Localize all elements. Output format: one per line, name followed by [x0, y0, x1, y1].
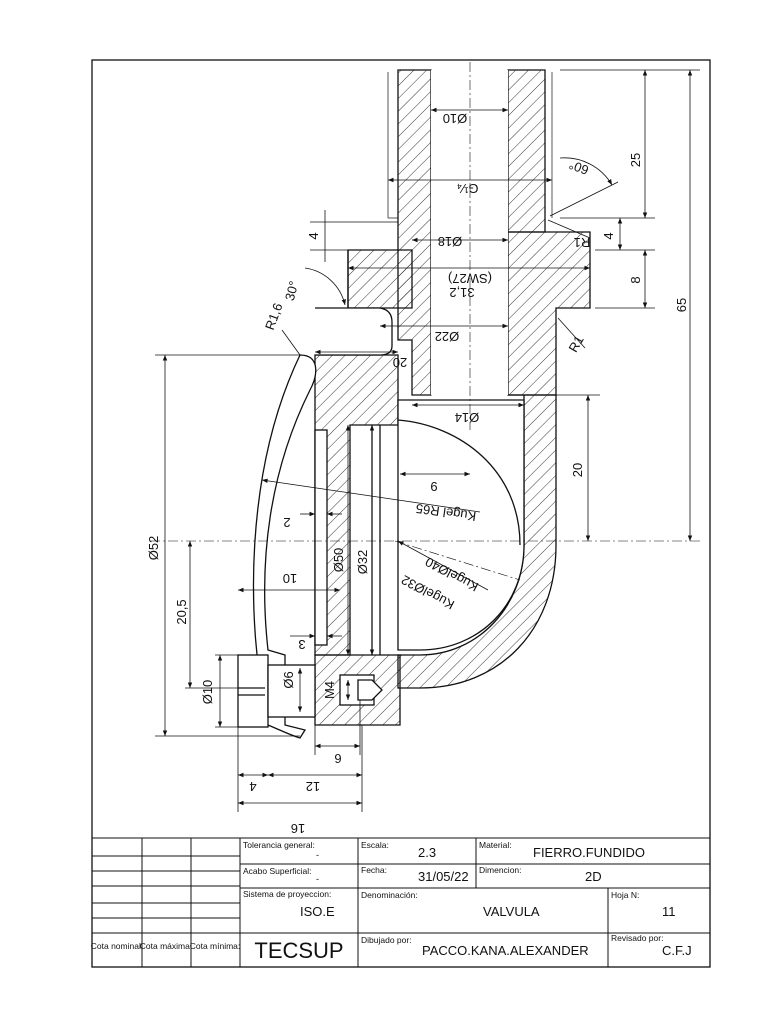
- fecha-label: Fecha:: [361, 865, 387, 875]
- revisado-label: Revisado por:: [611, 933, 663, 943]
- drawing-border: [91, 59, 711, 968]
- dimencion-label: Dimencion:: [479, 865, 522, 875]
- sistema-value: ISO.E: [300, 904, 335, 919]
- neck-right-wall: [507, 69, 546, 233]
- fecha-value: 31/05/22: [418, 869, 469, 884]
- dim-m4: M4: [322, 681, 337, 699]
- dim-10: 10: [283, 571, 297, 586]
- dim-4-right: 4: [601, 232, 616, 239]
- dim-25: 25: [628, 153, 643, 167]
- revisado-value: C.F.J: [662, 943, 692, 958]
- hex-right: [507, 231, 591, 396]
- title-block: [92, 837, 710, 967]
- dimension-lines: [155, 69, 700, 812]
- dim-d18: Ø18: [438, 234, 463, 249]
- material-label: Material:: [479, 840, 512, 850]
- dim-d6: Ø6: [281, 671, 296, 688]
- thread-lines: [387, 72, 553, 219]
- dim-g-thread: G¼: [457, 181, 478, 196]
- cavity: [397, 399, 525, 651]
- dim-4-left: 4: [306, 232, 321, 239]
- neck-left-wall: [397, 69, 432, 396]
- dim-d14: Ø14: [455, 410, 480, 425]
- acabo-value: -: [316, 874, 319, 884]
- dibujado-label: Dibujado por:: [361, 935, 412, 945]
- dim-d10-screw: Ø10: [200, 680, 215, 705]
- dim-d50: Ø50: [331, 548, 346, 573]
- tecsup-logo: TECSUP: [254, 938, 343, 963]
- cota-minima: Cota mínima:: [190, 941, 241, 951]
- dim-r16: R1,6: [262, 301, 285, 332]
- dim-r1-bottom: R1: [565, 333, 586, 355]
- knob-plate: [314, 429, 328, 646]
- screw-tip: [357, 679, 383, 701]
- acabo-label: Acabo Superficial:: [243, 866, 312, 876]
- screw-head: [237, 654, 269, 728]
- handle-dome: [252, 354, 317, 739]
- dim-2: 2: [283, 515, 290, 530]
- dim-d10-top: Ø10: [443, 111, 468, 126]
- center-lines: [150, 62, 700, 581]
- hoja-value: 11: [662, 904, 676, 919]
- dim-4-bottom: 4: [249, 779, 256, 794]
- denominacion-label: Denominación:: [361, 890, 418, 900]
- dim-20-right: 20: [570, 463, 585, 477]
- cota-maxima: Cota máxima:: [140, 941, 192, 951]
- valve-section: [237, 69, 591, 739]
- dim-d32: Ø32: [355, 550, 370, 575]
- dim-6: 6: [334, 751, 341, 766]
- dim-20-top: 20: [393, 355, 407, 370]
- dim-angle60: 60°: [567, 157, 591, 178]
- dim-9: 9: [430, 479, 437, 494]
- dim-8: 8: [628, 276, 643, 283]
- dim-d22: Ø22: [435, 329, 460, 344]
- tolerancia-label: Tolerancia general:: [243, 840, 315, 850]
- dim-65: 65: [674, 298, 689, 312]
- hoja-label: Hoja N:: [611, 890, 639, 900]
- dim-r1-top: R1: [574, 235, 591, 250]
- escala-label: Escala:: [361, 840, 389, 850]
- bore: [431, 70, 508, 395]
- material-value: FIERRO.FUNDIDO: [533, 845, 645, 860]
- dim-d52: Ø52: [146, 536, 161, 561]
- denominacion-value: VALVULA: [483, 904, 540, 919]
- escala-value: 2.3: [418, 845, 436, 860]
- dim-hex: 31,2: [449, 285, 474, 300]
- dim-12: 12: [306, 779, 320, 794]
- dimencion-value: 2D: [585, 869, 602, 884]
- hex-left: [347, 249, 413, 309]
- dimension-texts: Ø10 G¼ Ø18 31,2 (SW27) Ø22 20 Ø14 9 Kuge…: [146, 111, 689, 836]
- tolerancia-value: -: [316, 850, 319, 860]
- title-block-text: Tolerancia general: - Acabo Superficial:…: [91, 840, 692, 963]
- dibujado-value: PACCO.KANA.ALEXANDER: [422, 943, 589, 958]
- dim-3: 3: [298, 637, 305, 652]
- dim-sw: (SW27): [448, 271, 492, 286]
- sistema-label: Sistema de proyeccion:: [243, 889, 331, 899]
- cota-nominal: Cota nominal:: [91, 941, 143, 951]
- ball-arc: [397, 419, 521, 546]
- dim-angle30: 30°: [282, 279, 302, 302]
- dim-16: 16: [291, 821, 305, 836]
- dim-20-5: 20,5: [174, 599, 189, 624]
